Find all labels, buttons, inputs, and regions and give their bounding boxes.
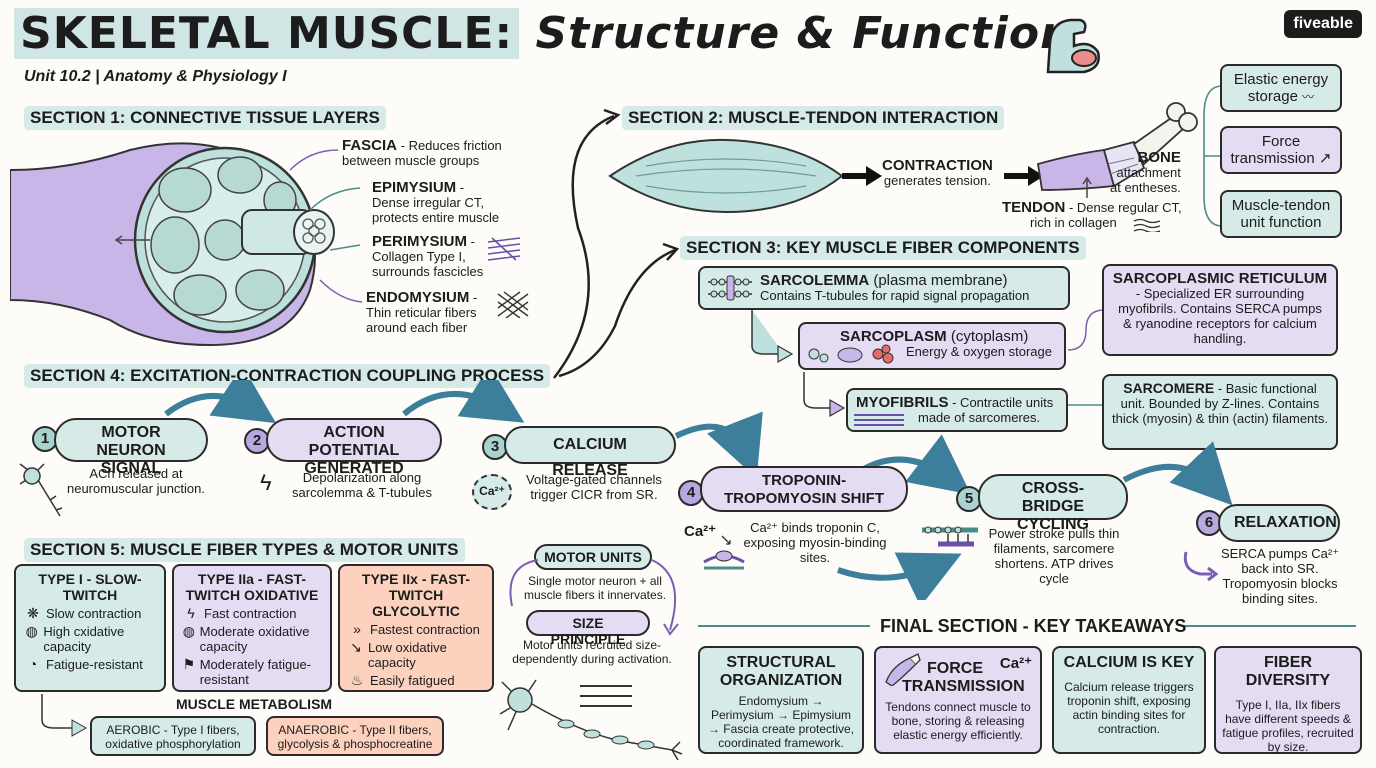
arrow-icon: ↗: [1318, 150, 1332, 167]
epimysium-label: EPIMYSIUM - Dense irregular CT, protects…: [372, 179, 500, 225]
muscle-cross-section-illustration: [10, 142, 335, 347]
muscle-belly-illustration: [608, 138, 844, 214]
runner-icon: ⚑: [182, 656, 196, 672]
brand-logo: fiveable: [1284, 10, 1362, 38]
reticular-mesh-icon: [497, 291, 529, 318]
troponin-icon: [703, 535, 745, 570]
metabolism-arrow: [41, 694, 88, 737]
perimysium-label: PERIMYSIUM - Collagen Type I, surrounds …: [372, 233, 484, 279]
section2-title: SECTION 2: MUSCLE-TENDON INTERACTION: [622, 106, 1005, 130]
mitochondria-icon: ◍: [182, 623, 195, 639]
downtrend-icon: ↘: [350, 639, 362, 655]
motor-neuron-illustration: [499, 679, 683, 761]
tendon-function-bracket: [1203, 85, 1223, 227]
motor-units-pill: MOTOR UNITS: [534, 544, 652, 570]
metabolism-title: MUSCLE METABOLISM: [176, 696, 333, 712]
section1-title: SECTION 1: CONNECTIVE TISSUE LAYERS: [24, 106, 386, 130]
motor-unit-cycle-arrows: [509, 559, 679, 636]
lightning-icon: ϟ: [187, 605, 195, 621]
lightning-icon: ϟ: [260, 470, 272, 495]
mitochondria-icon: ◍: [25, 623, 38, 639]
muscle-tendon-unit-box: Muscle-tendon unit function: [1220, 190, 1342, 238]
elastic-energy-storage-box: Elastic energy storage 〰: [1220, 64, 1342, 112]
spring-icon: 〰: [1302, 90, 1315, 104]
collagen-waves-icon: [1133, 218, 1161, 232]
cross-bridge-icon: [922, 526, 978, 547]
page-title: SKELETAL MUSCLE: Structure & Function: [14, 8, 1072, 59]
step2-desc: Depolarization along sarcolemma & T-tubu…: [292, 470, 432, 500]
title-rest: Structure & Function: [535, 8, 1073, 59]
subtitle: Unit 10.2 | Anatomy & Physiology I: [24, 68, 287, 85]
size-principle-pill: SIZE PRINCIPLE: [526, 610, 650, 647]
flow-arrow-to-section2: [553, 108, 621, 379]
fascia-label: FASCIA - Reduces friction between muscle…: [342, 137, 502, 168]
flow-arrow-to-section3: [558, 242, 680, 378]
membrane-icon: [708, 275, 752, 301]
takeaway-fiber-diversity: FIBER DIVERSITY Type I, IIa, IIx fibers …: [1214, 646, 1362, 754]
tendon-bone-illustration: [1036, 102, 1198, 191]
flame-icon: ♨: [350, 672, 364, 688]
takeaway-calcium-is-key: CALCIUM IS KEY Calcium release triggers …: [1052, 646, 1206, 754]
step-motor-neuron-signal: MOTOR NEURON SIGNAL: [54, 418, 208, 477]
takeaway-structural-organization: STRUCTURAL ORGANIZATION Endomysium → Per…: [698, 646, 864, 754]
bone-label: BONE attachment at entheses.: [1110, 149, 1181, 195]
fiber-type-iix-card: TYPE IIx - FAST-TWITCH GLYCOLYTIC »Faste…: [338, 564, 494, 692]
endomysium-label: ENDOMYSIUM - Thin reticular fibers aroun…: [366, 289, 478, 335]
sarcomere-box: SARCOMERE - Basic functional unit. Bound…: [1102, 374, 1338, 450]
collagen-fibers-icon: [487, 237, 521, 261]
size-principle-desc: Motor units recruited size-dependently d…: [512, 638, 672, 666]
contraction-label: CONTRACTION generates tension.: [882, 157, 993, 188]
section5-title: SECTION 5: MUSCLE FIBER TYPES & MOTOR UN…: [24, 538, 465, 562]
sarcolemma-to-sarcoplasm-arrow: [751, 310, 794, 364]
tendon-pointer-arrow: [1082, 176, 1092, 198]
fiber-type-i-card: TYPE I - SLOW-TWITCH ❋Slow contraction ◍…: [14, 564, 166, 692]
organelles-icon: [808, 344, 894, 364]
step6-desc: SERCA pumps Ca²⁺ back into SR. Tropomyos…: [1220, 546, 1340, 606]
sr-connector: [1067, 309, 1105, 351]
myofibril-striations-icon: [854, 414, 904, 426]
takeaways-title: FINAL SECTION - KEY TAKEAWAYS: [880, 616, 1187, 636]
force-transmission-box: Force transmission ↗: [1220, 126, 1342, 174]
section1-leader-lines: [289, 149, 363, 303]
gauge-icon: ◔: [28, 656, 38, 672]
flexed-arm-icon: [1046, 18, 1100, 74]
step3-desc: Voltage-gated channels trigger CICR from…: [526, 472, 662, 502]
section3-title: SECTION 3: KEY MUSCLE FIBER COMPONENTS: [680, 236, 1086, 260]
brain-icon: ❋: [27, 605, 39, 621]
step-action-potential-generated: ACTION POTENTIAL GENERATED: [266, 418, 442, 477]
ec-coupling-flow-arrows: [164, 380, 1233, 600]
step4-desc: Ca²⁺ binds troponin C, exposing myosin-b…: [743, 520, 887, 565]
title-main: SKELETAL MUSCLE:: [14, 8, 520, 59]
anaerobic-box: ANAEROBIC - Type II fibers, glycolysis &…: [266, 716, 444, 756]
sarcolemma-box: SARCOLEMMA (plasma membrane) Contains T-…: [698, 266, 1070, 310]
motor-units-desc: Single motor neuron + all muscle fibers …: [523, 574, 667, 602]
step-relaxation: RELAXATION: [1218, 504, 1340, 542]
calcium-burst-icon: Ca²⁺: [472, 474, 512, 510]
calcium-label: Ca²⁺: [684, 523, 717, 540]
sarcoplasmic-reticulum-box: SARCOPLASMIC RETICULUM - Specialized ER …: [1102, 264, 1338, 356]
sarcomere-connector: [1068, 404, 1104, 406]
sarcoplasm-to-myofibrils-arrow: [803, 372, 846, 418]
takeaways-divider: [698, 625, 1356, 627]
step1-desc: ACh released at neuromuscular junction.: [66, 466, 206, 496]
step-calcium-release: CALCIUM RELEASE: [504, 426, 676, 479]
calcium-badge: Ca²⁺: [999, 655, 1032, 672]
muscle-bone-icon: [885, 653, 921, 686]
aerobic-box: AEROBIC - Type I fibers, oxidative phosp…: [90, 716, 256, 756]
step-troponin-tropomyosin-shift: TROPONIN-TROPOMYOSIN SHIFT: [700, 466, 908, 512]
neuron-icon: [19, 463, 63, 517]
sprinter-icon: »: [353, 621, 361, 637]
step5-desc: Power stroke pulls thin filaments, sarco…: [988, 526, 1120, 586]
takeaway-force-transmission: FORCE TRANSMISSION Ca²⁺ Tendons connect …: [874, 646, 1042, 754]
contraction-arrow: [842, 166, 882, 186]
tendon-label: TENDON - Dense regular CT, rich in colla…: [1002, 199, 1182, 230]
sarcoplasm-box: SARCOPLASM (cytoplasm) Energy & oxygen s…: [798, 322, 1066, 370]
step-cross-bridge-cycling: CROSS-BRIDGE CYCLING: [978, 474, 1128, 533]
recycle-arrow-icon: [1183, 551, 1219, 582]
tension-arrow: [1004, 166, 1044, 186]
